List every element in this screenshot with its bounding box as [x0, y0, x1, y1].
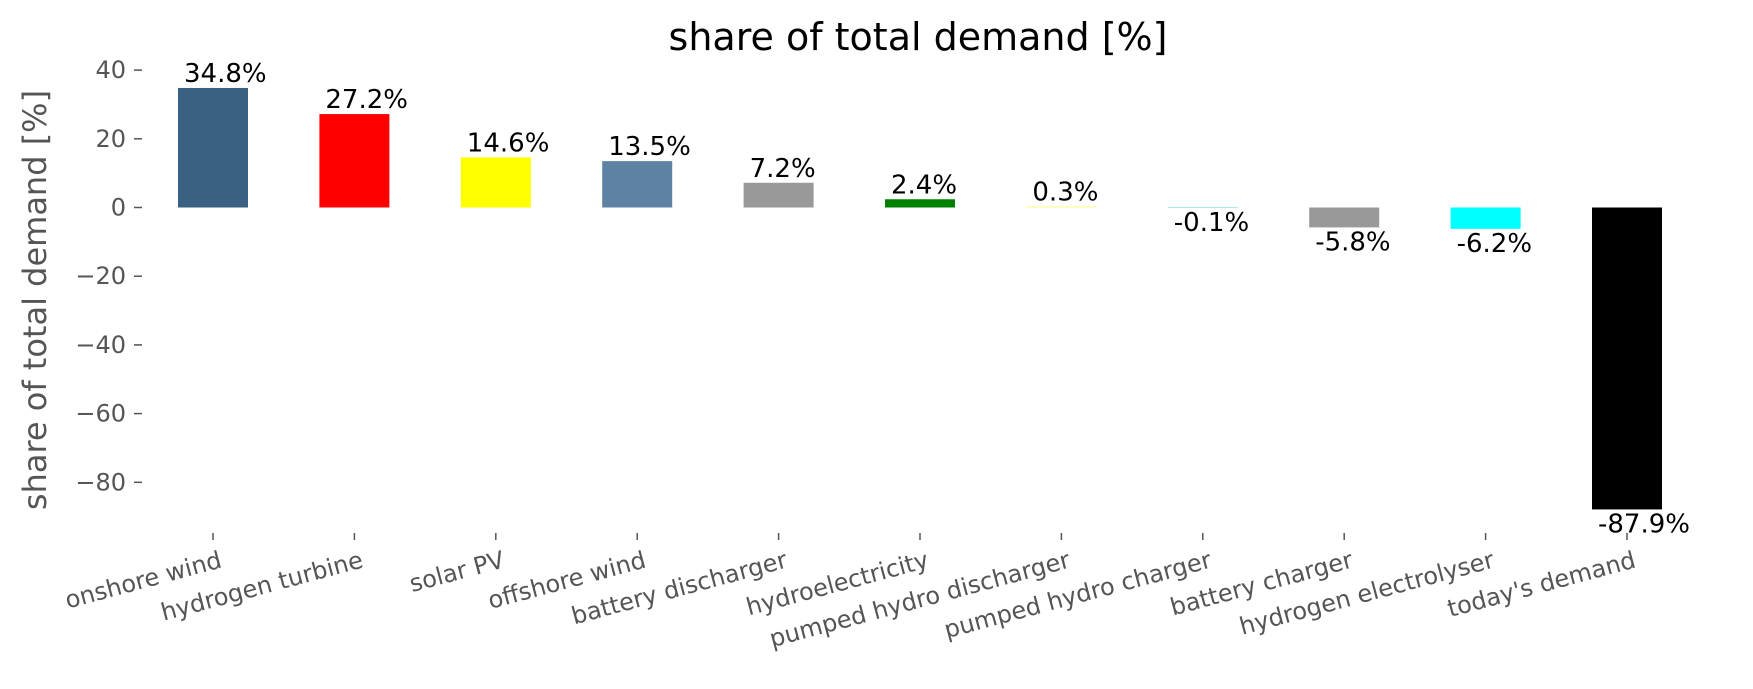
data-label: -5.8%	[1315, 227, 1390, 257]
bar	[1592, 207, 1662, 510]
y-axis: 40 20 0 −20 −40 −60 −80	[75, 56, 142, 496]
bar	[1450, 207, 1521, 229]
y-tick-label: −60	[75, 400, 126, 428]
y-tick-label: 20	[95, 125, 126, 153]
data-label: 2.4%	[891, 170, 957, 200]
bar	[1026, 206, 1097, 208]
y-tick-label: −40	[75, 331, 126, 359]
y-tick-label: −20	[75, 262, 126, 290]
bar	[885, 199, 955, 208]
bar	[743, 182, 814, 208]
bar	[602, 161, 673, 208]
y-tick-label: 40	[95, 56, 126, 84]
data-label: -6.2%	[1457, 229, 1532, 259]
y-axis-label: share of total demand [%]	[16, 90, 54, 510]
bar	[1167, 207, 1238, 208]
bar	[319, 114, 390, 208]
data-label: 27.2%	[325, 85, 408, 115]
data-label: 13.5%	[608, 132, 691, 162]
data-label: 7.2%	[750, 154, 816, 184]
chart-title: share of total demand [%]	[669, 15, 1168, 59]
bars-group	[178, 87, 1662, 510]
data-labels-group: 34.8% 27.2% 14.6% 13.5% 7.2% 2.4% 0.3% -0.1% -5.…	[184, 59, 1690, 539]
y-tick-label: −80	[75, 468, 126, 496]
bar	[178, 87, 248, 208]
bar	[1309, 207, 1380, 228]
data-label: 0.3%	[1032, 177, 1098, 207]
data-label: -0.1%	[1174, 208, 1249, 238]
data-label: 14.6%	[467, 128, 550, 158]
data-label: -87.9%	[1598, 509, 1690, 539]
data-label: 34.8%	[184, 59, 267, 89]
bar	[460, 157, 531, 208]
y-tick-label: 0	[111, 194, 126, 222]
